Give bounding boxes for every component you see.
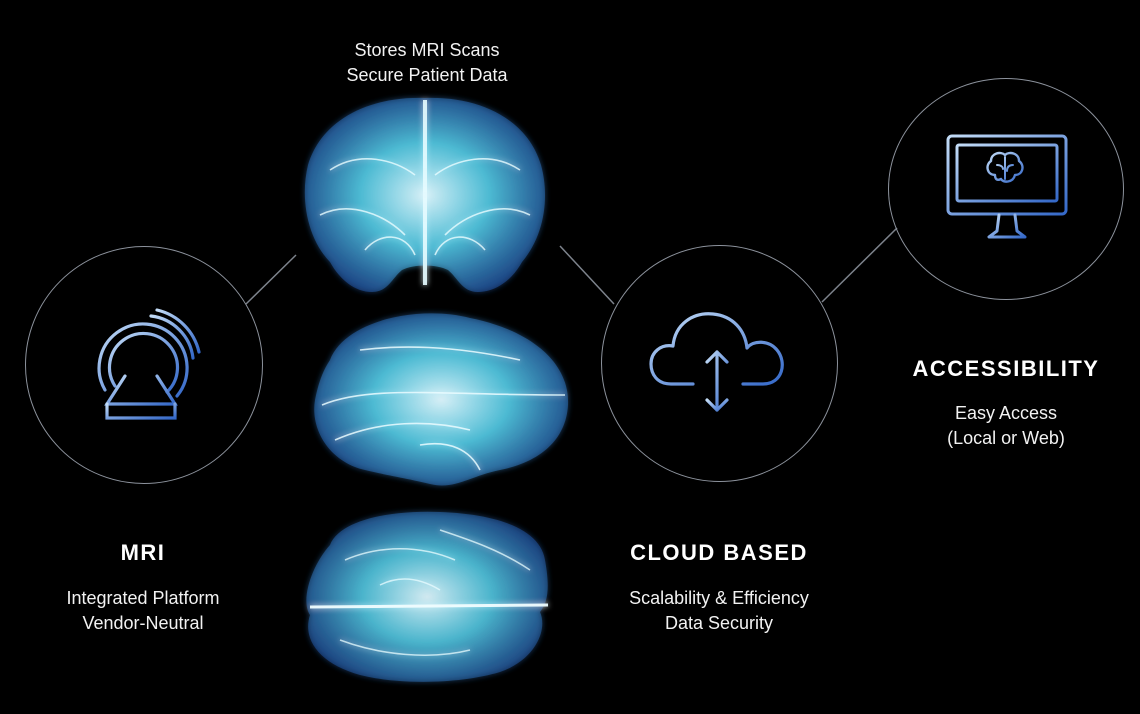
brain-side-view — [314, 313, 569, 486]
cloud-line2: Data Security — [664, 613, 774, 633]
mri-line1: Integrated Platform — [66, 588, 220, 608]
brain-front-view — [304, 97, 546, 293]
connector-mri-brain — [245, 254, 297, 305]
cloud-circle — [601, 245, 838, 482]
top-caption: Stores MRI Scans Secure Patient Data — [300, 38, 554, 88]
mri-circle — [25, 246, 263, 484]
cloud-sync-icon — [649, 312, 784, 412]
cloud-label-block: CLOUD BASED Scalability & Efficiency Dat… — [590, 540, 848, 636]
cloud-line1: Scalability & Efficiency — [629, 588, 809, 608]
mri-label-block: MRI Integrated Platform Vendor-Neutral — [30, 540, 256, 636]
brain-top-view — [306, 511, 549, 682]
access-title: ACCESSIBILITY — [912, 356, 1100, 381]
access-line2: (Local or Web) — [947, 428, 1065, 448]
mri-line2: Vendor-Neutral — [82, 613, 204, 633]
top-caption-line1: Stores MRI Scans — [354, 40, 500, 60]
monitor-brain-icon — [946, 134, 1068, 239]
access-label-block: ACCESSIBILITY Easy Access (Local or Web) — [890, 356, 1122, 451]
access-line1: Easy Access — [954, 403, 1058, 423]
cloud-title: CLOUD BASED — [630, 540, 808, 565]
connector-brain-cloud — [559, 245, 615, 305]
connector-cloud-access — [821, 227, 898, 303]
access-circle — [888, 78, 1124, 300]
mri-title: MRI — [120, 540, 166, 565]
mri-scanner-icon — [97, 308, 201, 420]
top-caption-line2: Secure Patient Data — [346, 65, 508, 85]
